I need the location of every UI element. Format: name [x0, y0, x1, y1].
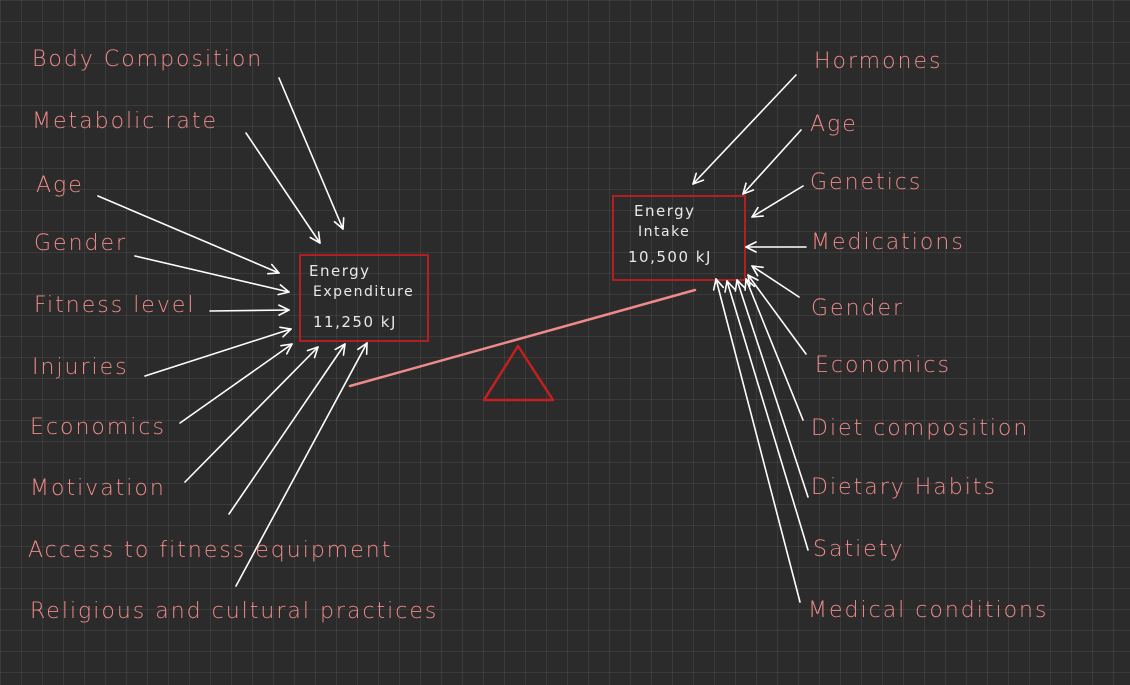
arrow-genetics	[751, 185, 804, 218]
exp-factor-gender: Gender	[34, 231, 128, 256]
arrow-economics-right	[747, 274, 807, 355]
arrow-motivation	[184, 346, 319, 483]
exp-factor-fitness-level: Fitness level	[34, 293, 196, 318]
exp-factor-metabolic-rate: Metabolic rate	[32, 109, 219, 134]
int-factor-age: Age	[810, 112, 858, 137]
arrow-metabolic-rate	[245, 132, 321, 244]
arrow-dietary-habits	[734, 279, 809, 498]
arrow-medical-conditions	[712, 278, 801, 603]
arrow-age-right	[742, 129, 802, 195]
arrow-economics-left	[179, 343, 293, 424]
int-factor-diet-composition: Diet composition	[811, 416, 1030, 441]
energy-expenditure-value: 11,250 kJ	[313, 313, 397, 331]
int-factor-economics: Economics	[815, 353, 951, 378]
arrow-injuries	[144, 326, 292, 377]
arrow-access-fitness-equipment	[228, 343, 346, 515]
fulcrum-triangle	[482, 344, 555, 402]
arrow-satiety	[724, 280, 809, 551]
arrow-age-left	[97, 195, 280, 275]
int-factor-satiety: Satiety	[813, 537, 905, 562]
arrow-body-composition	[278, 77, 345, 230]
arrow-religious-cultural	[235, 342, 368, 587]
arrow-gender-right	[751, 265, 800, 298]
arrow-fitness-level	[209, 304, 290, 316]
int-factor-hormones: Hormones	[814, 49, 943, 74]
exp-factor-access-to-fitness-equipment: Access to fitness equipment	[28, 538, 393, 563]
energy-expenditure-title-line1: Energy	[309, 262, 371, 280]
int-factor-medical-conditions: Medical conditions	[808, 598, 1049, 623]
energy-intake-title-line1: Energy	[634, 202, 696, 220]
exp-factor-motivation: Motivation	[30, 476, 166, 501]
energy-intake-value: 10,500 kJ	[628, 248, 712, 266]
int-factor-gender: Gender	[811, 296, 905, 321]
int-factor-genetics: Genetics	[810, 170, 923, 195]
exp-factor-age: Age	[36, 173, 84, 198]
arrow-diet-composition	[744, 278, 804, 421]
int-factor-dietary-habits: Dietary Habits	[811, 475, 997, 500]
arrow-gender-left	[134, 255, 290, 296]
arrow-hormones	[692, 74, 797, 185]
exp-factor-religious-cultural-practices: Religious and cultural practices	[30, 599, 439, 624]
energy-intake-box	[612, 195, 746, 281]
energy-intake-title-line2: Intake	[638, 224, 691, 240]
exp-factor-economics: Economics	[30, 415, 166, 440]
seesaw-beam	[348, 288, 697, 388]
exp-factor-injuries: Injuries	[32, 355, 129, 380]
int-factor-medications: Medications	[811, 230, 965, 255]
energy-expenditure-title-line2: Expenditure	[313, 284, 415, 300]
energy-expenditure-box	[299, 254, 429, 342]
exp-factor-body-composition: Body Composition	[32, 47, 264, 72]
